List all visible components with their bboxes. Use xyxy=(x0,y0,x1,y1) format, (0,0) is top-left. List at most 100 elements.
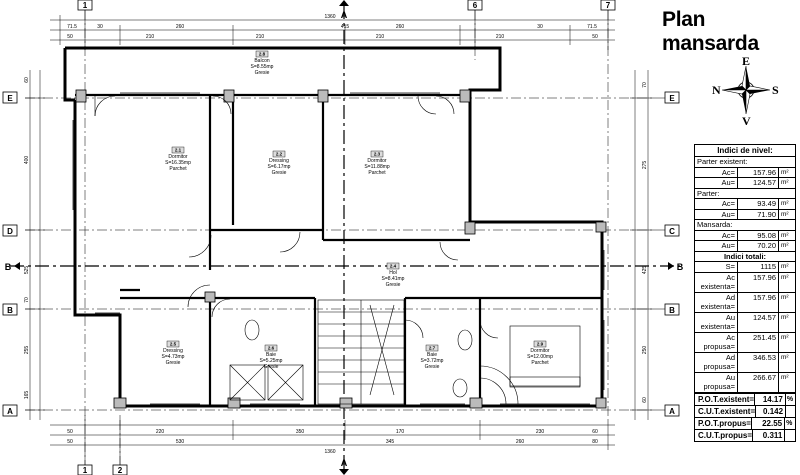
legend-mansarda-label: Mansarda: xyxy=(695,220,795,231)
room-code-box xyxy=(255,50,269,58)
axis-label-left: B xyxy=(7,306,13,315)
dim-top-row2: 50 xyxy=(592,34,598,40)
room-name: Dormitor xyxy=(168,154,188,160)
structural-columns xyxy=(75,89,607,409)
room-code: 2.4 xyxy=(390,264,397,269)
room-code: 2.2 xyxy=(276,152,283,157)
room-finish: Gresie xyxy=(255,70,270,76)
axis-label-bottom: 1 xyxy=(83,466,88,475)
room-finish: Gresie xyxy=(272,170,287,176)
room-code: 2.7 xyxy=(429,346,436,351)
axis-label-bottom: 2 xyxy=(118,466,123,475)
legend-index-row: C.U.T.existent=0.142 xyxy=(695,404,795,417)
section-mark-left: B xyxy=(5,262,12,272)
section-lines xyxy=(10,5,680,470)
room-name: Dressing xyxy=(269,158,289,164)
dim-bottom-row1: 230 xyxy=(536,429,545,435)
room-area: S=5.25mp xyxy=(260,358,283,364)
dim-bottom-row2: 530 xyxy=(176,439,185,445)
dim-top-row2: 210 xyxy=(376,34,385,40)
room-code: 2.3 xyxy=(374,152,381,157)
dim-bottom-row1: 170 xyxy=(396,429,405,435)
room-area: S=4.73mp xyxy=(162,354,185,360)
room-code: 2.5 xyxy=(170,342,177,347)
room-name: Balcon xyxy=(254,58,270,64)
room-finish: Parchet xyxy=(368,170,386,176)
compass-letter-n: N xyxy=(712,83,721,97)
section-arrows xyxy=(14,0,674,475)
dim-top-row2: 210 xyxy=(256,34,265,40)
axis-label-right: A xyxy=(669,407,675,416)
level-indices-table: Indici de nivel: Parter existent: Ac=157… xyxy=(694,144,796,442)
axis-label-top: 6 xyxy=(473,1,478,10)
room-name: Dormitor xyxy=(530,348,550,354)
legend-header: Indici de nivel: xyxy=(695,145,795,157)
windows xyxy=(72,92,605,405)
room-area: S=6.17mp xyxy=(268,164,291,170)
room-finish: Parchet xyxy=(169,166,187,172)
room-code-box xyxy=(533,340,547,348)
axis-grid-lines xyxy=(25,10,665,465)
dim-right: 250 xyxy=(642,346,648,355)
room-name: Baie xyxy=(266,352,276,358)
compass-letter-v: V xyxy=(742,114,751,128)
dim-bottom-row1: 50 xyxy=(67,429,73,435)
room-area: S=3.72mp xyxy=(421,358,444,364)
section-mark-top: A xyxy=(341,10,348,20)
dim-left: 400 xyxy=(24,156,30,165)
room-code: 2.8 xyxy=(259,52,266,57)
section-mark-right: B xyxy=(677,262,684,272)
dim-top-row2: 50 xyxy=(67,34,73,40)
dim-top-row1: 415 xyxy=(341,24,350,30)
page-title: Plan mansarda xyxy=(662,8,759,55)
dim-right: 70 xyxy=(642,82,648,88)
room-area: S=12.00mp xyxy=(527,354,553,360)
dim-top-row1: 30 xyxy=(537,24,543,30)
dim-bottom-row2: 260 xyxy=(516,439,525,445)
axis-bubbles xyxy=(2,0,680,475)
side-dimension-lines xyxy=(25,70,655,420)
dim-top-row1: 260 xyxy=(396,24,405,30)
dim-bottom-row1: 220 xyxy=(156,429,165,435)
dim-bottom-row2: 345 xyxy=(386,439,395,445)
dim-left: 70 xyxy=(24,297,30,303)
legend-parter-existent-label: Parter existent: xyxy=(695,157,795,168)
door-swings xyxy=(94,95,499,339)
dim-bottom-row2: 80 xyxy=(592,439,598,445)
legend-index-row: C.U.T.propus=0.311 xyxy=(695,428,795,441)
room-code-box xyxy=(264,344,278,352)
compass-letter-e: E xyxy=(742,54,751,68)
exterior-walls xyxy=(63,46,604,408)
room-finish: Gresie xyxy=(264,364,279,370)
dim-left: 255 xyxy=(24,346,30,355)
interior-walls xyxy=(75,93,602,406)
axis-label-left: E xyxy=(7,94,13,103)
room-code-box xyxy=(425,344,439,352)
room-area: S=11.88mp xyxy=(364,164,390,170)
room-finish: Gresie xyxy=(425,364,440,370)
room-area: S=16.35mp xyxy=(165,160,191,166)
axis-label-right: C xyxy=(669,227,675,236)
dim-top-overall: 1360 xyxy=(324,14,335,20)
dim-right: 60 xyxy=(642,397,648,403)
room-code-box xyxy=(370,150,384,158)
compass-rose-icon xyxy=(721,65,771,115)
room-finish: Gresie xyxy=(386,282,401,288)
legend-totals-header: Indici totali: xyxy=(695,252,795,262)
room-code: 2.9 xyxy=(537,342,544,347)
dim-top-row1: 71.5 xyxy=(67,24,77,30)
dim-left: 165 xyxy=(24,391,30,400)
